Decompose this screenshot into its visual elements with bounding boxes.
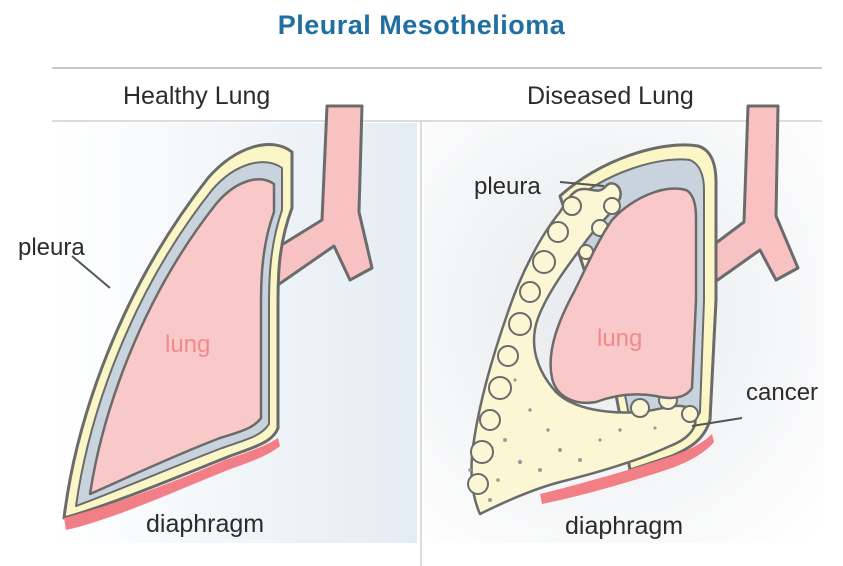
diseased-diaphragm-label: diaphragm	[565, 512, 683, 540]
cancer-label: cancer	[746, 379, 818, 406]
healthy-lung-label: lung	[165, 331, 210, 358]
healthy-pleura-label: pleura	[18, 234, 85, 261]
diseased-lung-label: lung	[597, 325, 642, 352]
healthy-diaphragm-label: diaphragm	[146, 510, 264, 538]
diseased-pleura-label: pleura	[474, 173, 541, 200]
